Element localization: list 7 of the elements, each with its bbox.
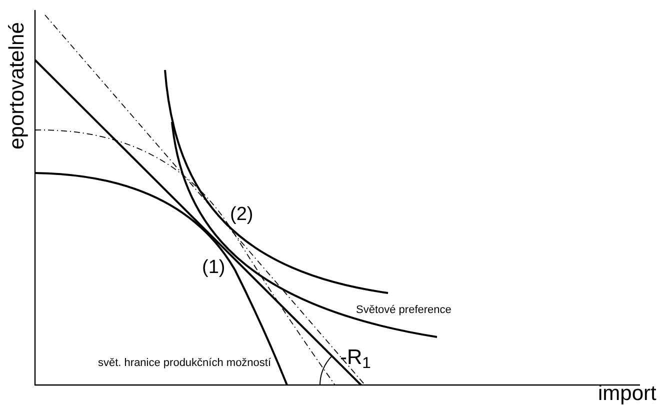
axis-label: import <box>598 383 656 405</box>
axis-label: eportovatelné <box>4 21 30 152</box>
curve-label: Světové preference <box>356 303 452 318</box>
point-label: (1) <box>202 256 226 280</box>
point-label: (2) <box>230 203 254 227</box>
curve-label: svět. hranice produkčních možností <box>98 356 272 371</box>
slope-label: -R$_{1}$ <box>340 345 371 374</box>
